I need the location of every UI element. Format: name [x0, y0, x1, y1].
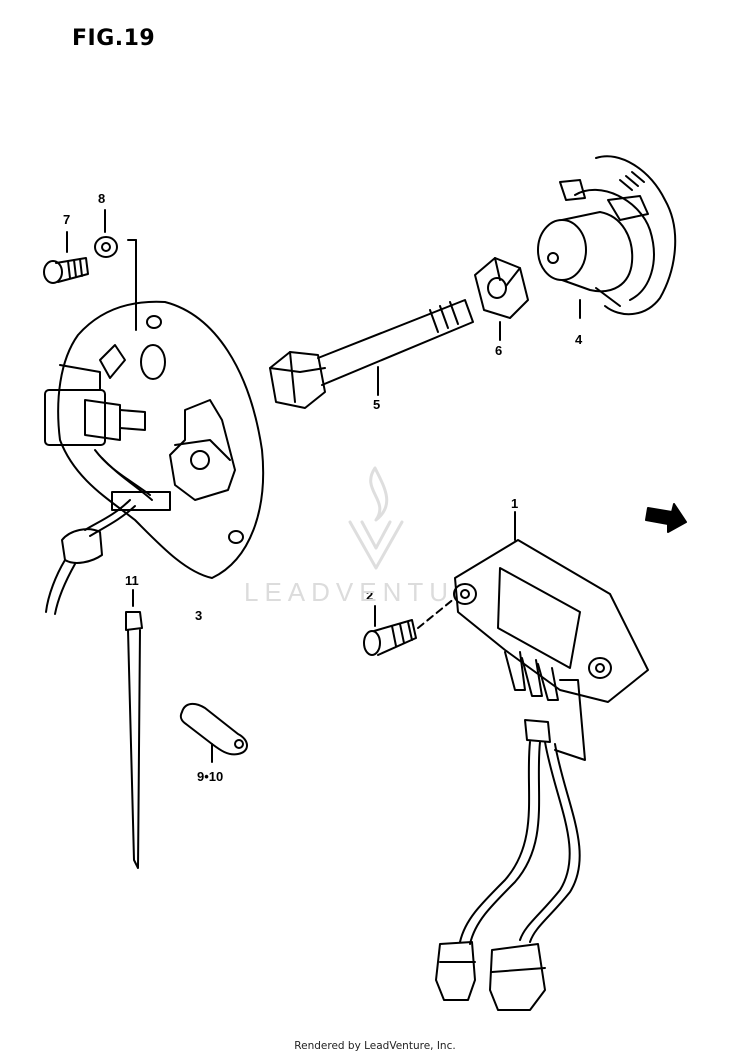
part-9-10-clamp: [179, 702, 248, 763]
part-2-screw: [363, 597, 456, 656]
front-arrow-icon: [645, 503, 687, 533]
watermark-logo: [348, 466, 404, 570]
footer-credit: Rendered by LeadVenture, Inc.: [294, 1040, 456, 1052]
watermark-text: LEADVENTU: [244, 577, 455, 607]
callout-4: 4: [575, 332, 583, 347]
callout-11: 11: [125, 573, 139, 588]
part-11-tie-band: [125, 589, 143, 869]
callout-1: 1: [511, 496, 519, 511]
callout-5: 5: [373, 397, 381, 412]
callout-8: 8: [98, 191, 106, 206]
figure-title: FIG.19: [72, 26, 156, 51]
part-5-bolt: [269, 299, 474, 409]
part-6-nut: [474, 257, 529, 341]
callout-2: 2: [366, 588, 374, 603]
callout-3: 3: [195, 608, 203, 623]
callout-9-10: 9•10: [197, 769, 224, 784]
part-1-regulator-unit: [435, 511, 649, 1011]
part-3-breaker-plate: [44, 239, 265, 615]
part-4-governor: [537, 155, 677, 319]
callout-7: 7: [63, 212, 71, 227]
part-8-washer: [94, 209, 118, 258]
part-7-screw: [43, 231, 89, 284]
callout-6: 6: [495, 343, 503, 358]
